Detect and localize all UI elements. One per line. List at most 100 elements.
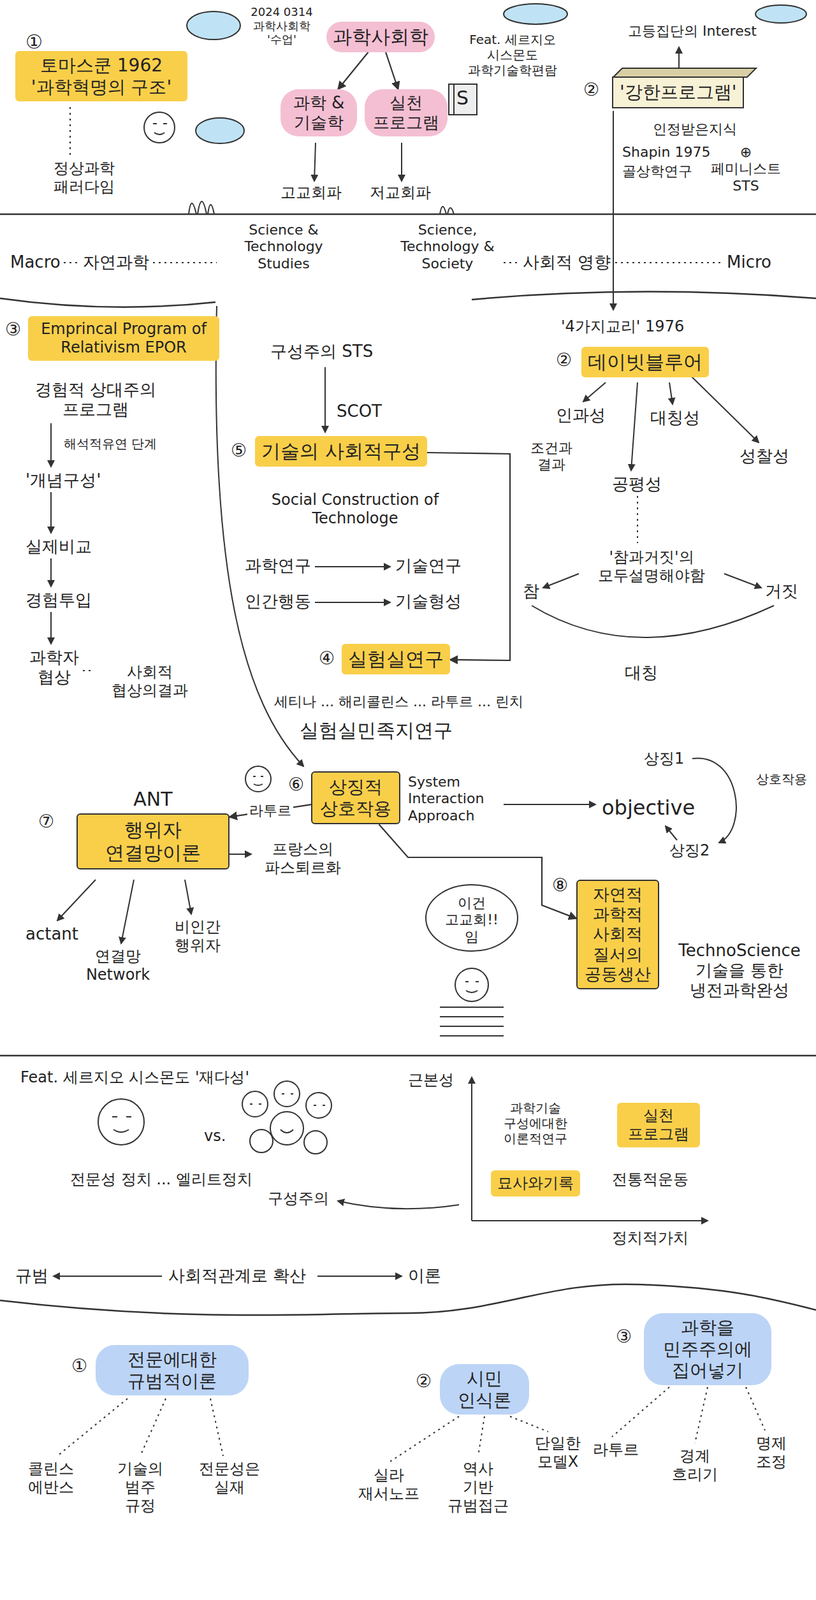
arrow-line	[691, 376, 759, 443]
highlight-box: 실험실연구	[341, 643, 451, 675]
node-text: 상징적 상호작용	[318, 776, 393, 820]
cloud	[195, 117, 245, 144]
node-text: 실천 프로그램	[371, 93, 442, 133]
note-label: 고교회파	[280, 183, 342, 203]
note-label: objective	[601, 795, 695, 820]
highlight-box: 기술의 사회적구성	[255, 436, 428, 467]
cloud	[186, 11, 241, 40]
arrow-line	[184, 879, 192, 915]
callout-number: ②	[583, 79, 600, 101]
note-label: 인간행동	[244, 591, 312, 612]
note-label: 라투르	[592, 1440, 639, 1460]
note-label: 경험투입	[25, 590, 92, 611]
face-doodle	[253, 776, 264, 786]
callout-number: ⑤	[230, 439, 247, 462]
topic-cloud: 과학을 민주주의에 집어넣기	[643, 1313, 772, 1386]
note-label: 콜린스 에반스	[25, 1459, 77, 1497]
note-label: 2024 0314 과학사회학 '수업'	[249, 5, 314, 47]
note-label: Macro	[10, 252, 61, 273]
note-label: 과학연구	[244, 555, 312, 576]
topic-cloud: 시민 인식론	[439, 1364, 530, 1415]
note-label: 명제 조정	[745, 1434, 797, 1472]
dotted-leader	[57, 107, 765, 1463]
edge-label: 라투르	[247, 802, 294, 820]
book-icon	[448, 84, 477, 115]
callout-number: ③	[5, 318, 22, 341]
face-doodle	[153, 123, 168, 135]
connector	[385, 52, 398, 90]
cloud	[503, 3, 568, 25]
cloud	[755, 5, 807, 23]
arrow-line	[314, 142, 316, 182]
note-label: Social Construction of Technologe	[249, 490, 461, 528]
grass-doodle	[439, 206, 454, 215]
dotted-leader	[63, 262, 722, 264]
note-label: 근본성	[408, 1071, 454, 1090]
note-label: 경계 흐리기	[669, 1447, 721, 1485]
face-doodle	[465, 981, 479, 993]
face-doodle	[455, 968, 489, 1002]
topic-cloud: 과학 & 기술학	[280, 89, 357, 137]
note-label: 정치적가치	[612, 1229, 689, 1248]
note-label: 전문성은 실재	[197, 1459, 262, 1497]
note-label: vs.	[204, 1127, 226, 1146]
speech-bubble	[425, 884, 518, 952]
note-label: 구성주의	[267, 1189, 329, 1209]
note-label: 실라 재서노프	[357, 1466, 421, 1504]
note-label: System Interaction Approach	[408, 773, 498, 825]
note-label: SCOT	[336, 401, 382, 422]
note-label: 고등집단의 Interest	[627, 22, 757, 40]
connector	[337, 52, 368, 90]
face-doodle	[274, 1081, 300, 1107]
node-text: 과학을 민주주의에 집어넣기	[650, 1317, 765, 1382]
dotted-leader	[69, 107, 71, 156]
note-label: 상징1	[643, 749, 685, 769]
arrow-line	[57, 879, 96, 921]
note-label: '개념구성'	[25, 470, 101, 491]
callout-number: ⑥	[288, 773, 305, 796]
arrow-line	[631, 382, 638, 471]
face-doodle	[98, 1099, 145, 1145]
node-text: 토마스쿤 1962 '과학혁명의 구조'	[21, 54, 182, 98]
note-label: 경험적 상대주의 프로그램	[25, 379, 166, 420]
note-label: 해석적유연 단계	[63, 436, 157, 452]
note-label: S	[456, 86, 469, 110]
callout-number: ②	[555, 349, 572, 372]
note-label: 기술의 범주 규정	[114, 1459, 166, 1515]
dotted-leader	[57, 1398, 224, 1457]
note-label: Feat. 세르지오 시스몬도 과학기술학편람	[448, 31, 577, 78]
callout-number: ④	[318, 647, 335, 670]
dotted-leader	[612, 1387, 765, 1444]
arrow-line	[471, 1077, 473, 1221]
arrow-line	[583, 382, 606, 402]
divider-line	[0, 1284, 816, 1316]
face-doodle	[112, 1116, 132, 1133]
arrow-line	[503, 803, 596, 806]
note-label: 이론	[408, 1266, 442, 1286]
face-doodle	[242, 1091, 268, 1117]
face-doodle	[304, 1130, 328, 1154]
topic-cloud: 실천 프로그램	[364, 89, 448, 137]
note-label: 성찰성	[739, 446, 790, 467]
note-label: 과학기술 구성에대한 이론적연구	[490, 1100, 581, 1147]
arrow-line	[665, 826, 678, 841]
highlight-box: 데이빗블루어	[581, 346, 709, 378]
arrow-line	[53, 1275, 162, 1277]
note-label: '4가지교리' 1976	[561, 317, 685, 336]
callout-number: ⑦	[38, 810, 55, 833]
callout-number: ①	[25, 30, 43, 54]
note-label: 역사 기반 규범접근	[446, 1459, 510, 1515]
node-text: 과학사회학	[332, 25, 429, 49]
face-doodle	[270, 1111, 304, 1145]
trapezoid-box: ANT행위자 연결망이론	[76, 787, 230, 870]
note-label: 세티나 ... 해리콜린스 ... 라투르 ... 린치	[274, 693, 524, 711]
node-text: 전문에대한 규범적이론	[102, 1348, 243, 1392]
book-icon	[453, 84, 455, 115]
callout-number: ②	[415, 1370, 432, 1393]
face-doodle	[306, 1092, 332, 1119]
note-label: 사회적 영향	[522, 252, 611, 273]
node-heading: ANT	[76, 787, 230, 811]
arrow-line	[678, 47, 680, 68]
note-label: 구성주의 STS	[270, 341, 373, 362]
arrow-line	[612, 110, 614, 310]
